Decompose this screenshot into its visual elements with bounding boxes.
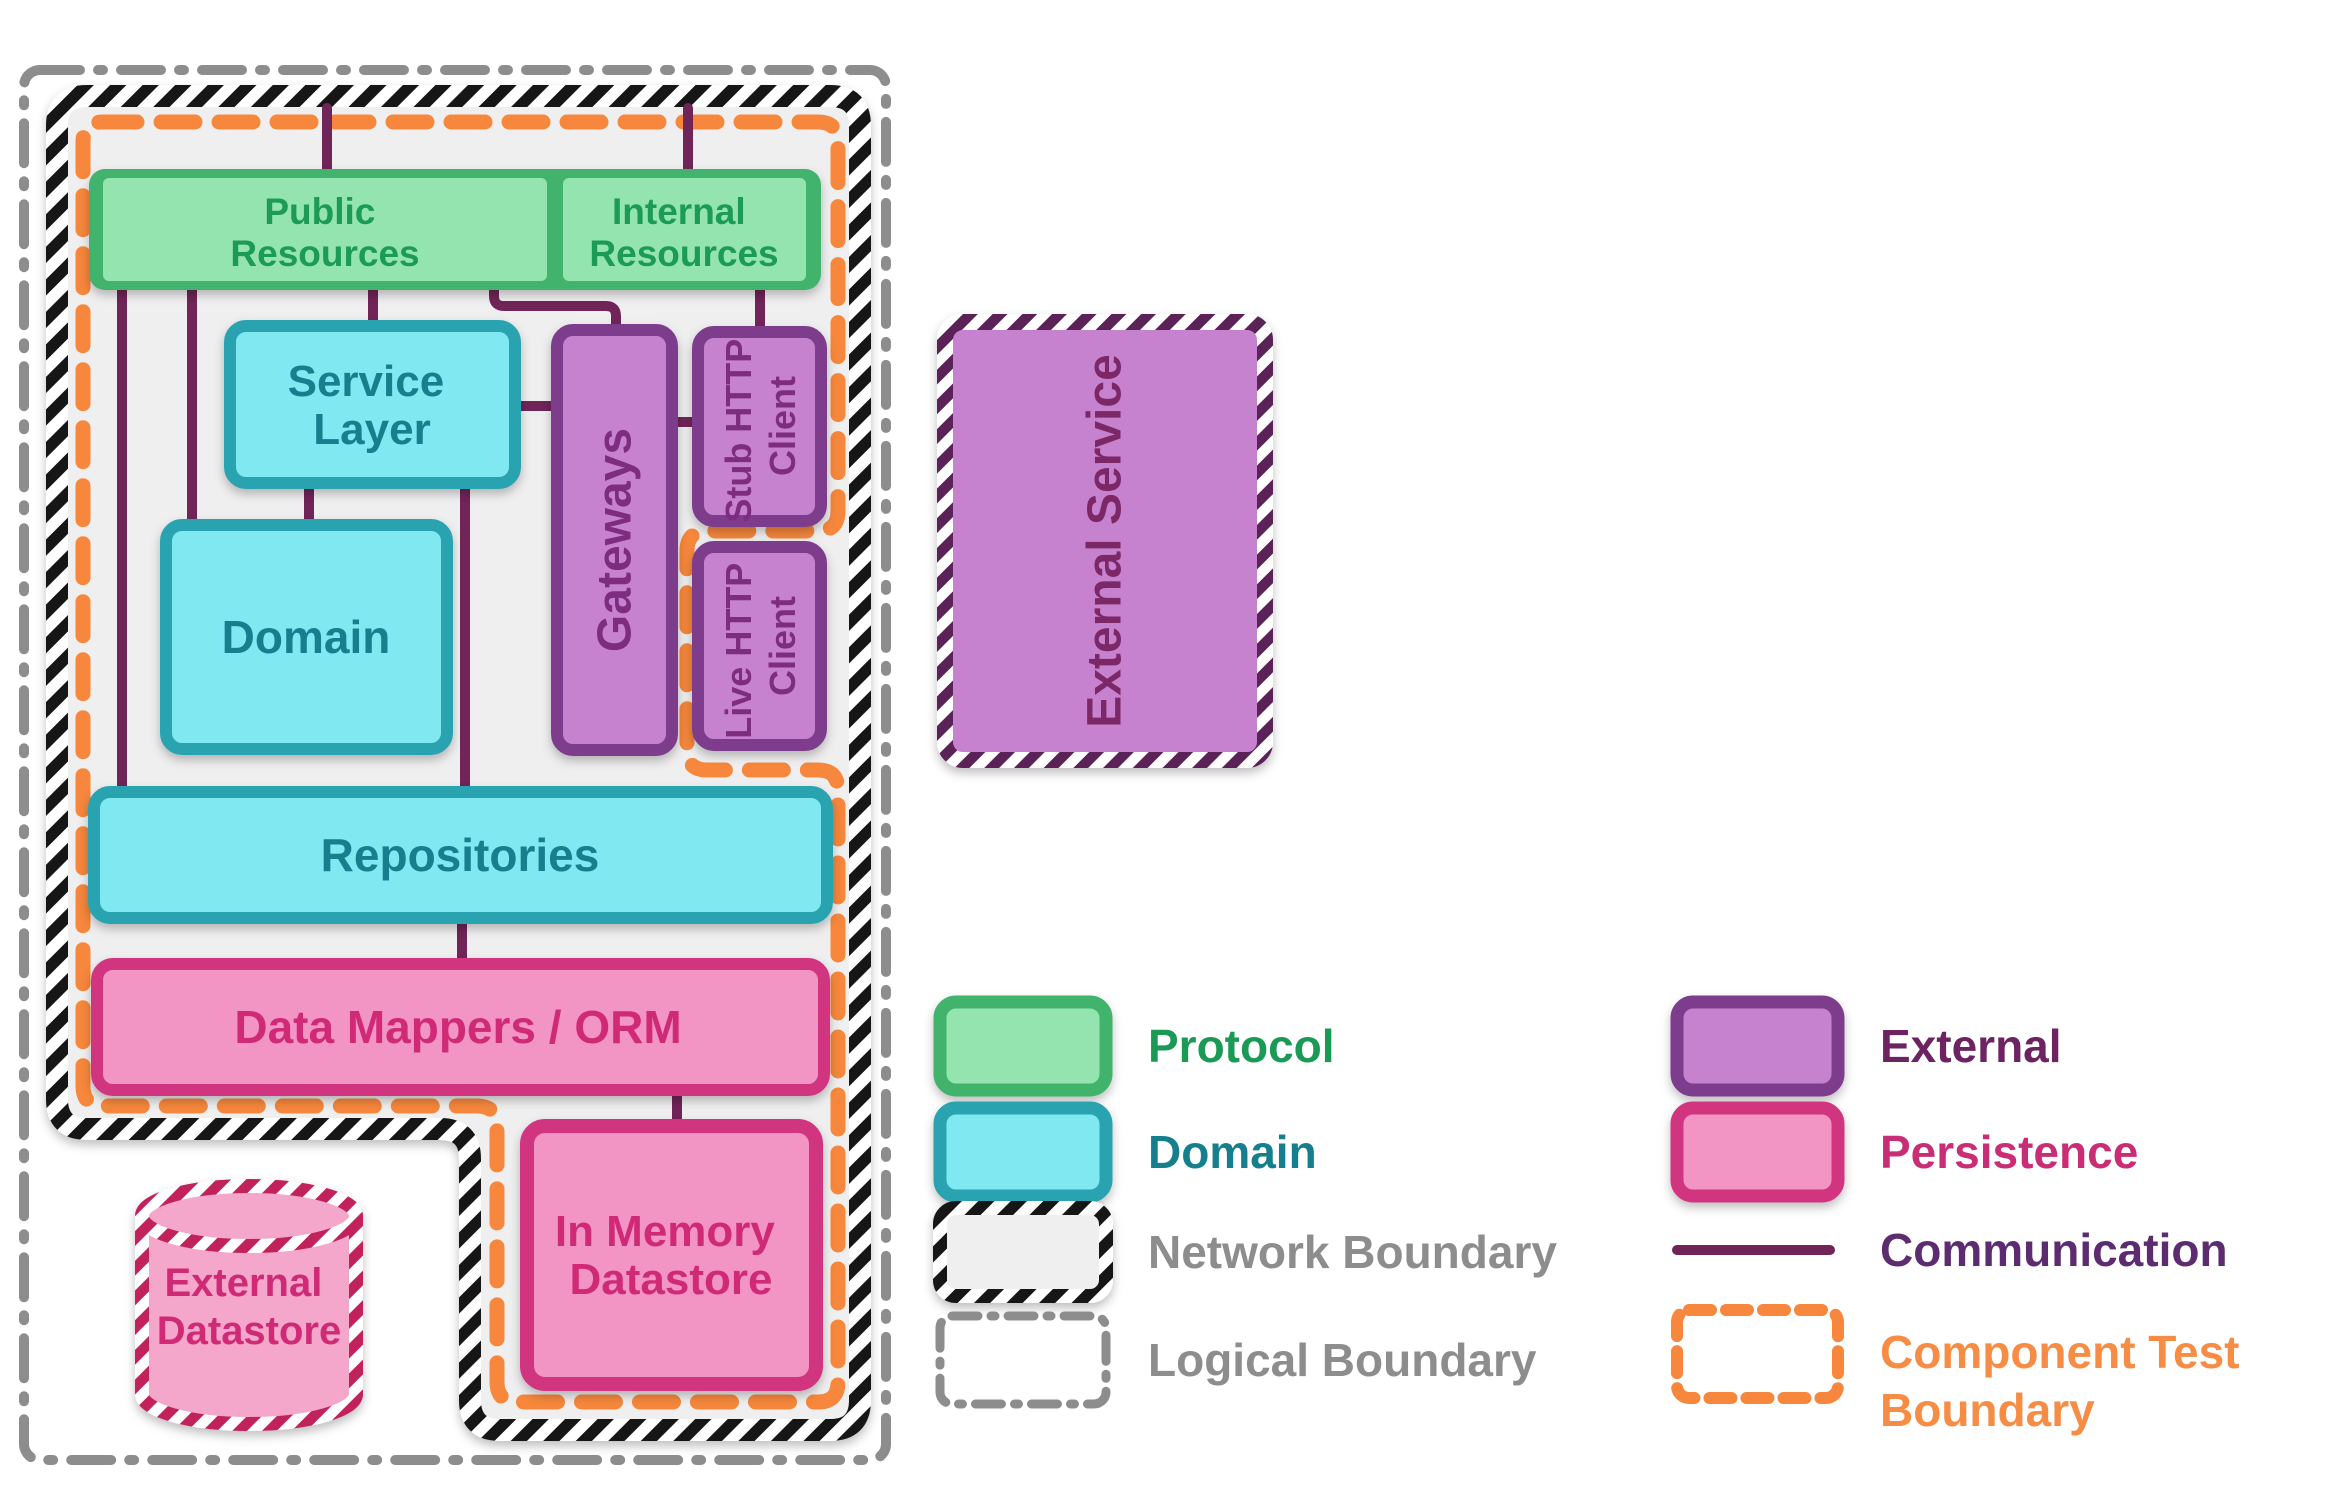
legend-swatch-protocol <box>933 995 1113 1097</box>
node-in-memory-datastore-label: In Memory Datastore <box>555 1207 787 1304</box>
node-domain <box>160 519 453 755</box>
node-gateways <box>551 324 678 756</box>
legend-swatch-persistence <box>1670 1101 1845 1203</box>
node-data-mappers-orm-label: Data Mappers / ORM <box>234 1001 681 1053</box>
component-test-boundary <box>75 114 846 1410</box>
communication-line <box>489 281 621 341</box>
node-repositories-label: Repositories <box>321 829 600 881</box>
legend-label-protocol: Protocol <box>1148 1020 1335 1072</box>
logical-boundary <box>19 65 891 1465</box>
node-stub-http-client-label: Stub HTTP Client <box>718 329 803 522</box>
node-live-http-client <box>692 541 827 751</box>
legend-swatch-logical-boundary <box>935 1311 1111 1409</box>
legend-label-communication: Communication <box>1880 1224 2228 1276</box>
node-external-service <box>937 314 1273 768</box>
legend-label-domain: Domain <box>1148 1126 1317 1178</box>
legend-label-persistence: Persistence <box>1880 1126 2138 1178</box>
legend-swatch-domain <box>933 1101 1113 1203</box>
node-in-memory-datastore <box>520 1119 823 1391</box>
legend-label-network-boundary: Network Boundary <box>1148 1226 1557 1278</box>
node-public-resources-label: Public Resources <box>230 191 419 274</box>
node-internal-resources <box>563 178 806 281</box>
node-public-resources <box>103 178 547 281</box>
legend-label-external: External <box>1880 1020 2062 1072</box>
legend-swatch-component-test-boundary <box>1671 1304 1844 1404</box>
node-service-layer <box>224 320 521 489</box>
legend-label-component-test-boundary: Component Test Boundary <box>1880 1326 2252 1436</box>
node-service-layer-label: Service Layer <box>288 357 457 454</box>
legend: Protocol Domain Network Boundary Logical… <box>933 995 2252 1436</box>
node-external-datastore-label: External Datastore <box>157 1261 342 1353</box>
node-resources-container <box>89 169 821 290</box>
node-repositories <box>88 786 833 924</box>
node-gateways-label: Gateways <box>589 428 642 652</box>
legend-label-logical-boundary: Logical Boundary <box>1148 1334 1537 1386</box>
node-external-datastore <box>135 1179 363 1431</box>
node-internal-resources-label: Internal Resources <box>589 191 778 274</box>
legend-swatch-external <box>1670 995 1845 1097</box>
node-domain-label: Domain <box>222 611 391 663</box>
node-live-http-client-label: Live HTTP Client <box>718 553 803 738</box>
node-stub-http-client <box>692 326 827 527</box>
legend-swatch-network-boundary <box>933 1201 1113 1303</box>
node-external-service-label: External Service <box>1079 354 1132 728</box>
node-data-mappers-orm <box>91 958 830 1096</box>
